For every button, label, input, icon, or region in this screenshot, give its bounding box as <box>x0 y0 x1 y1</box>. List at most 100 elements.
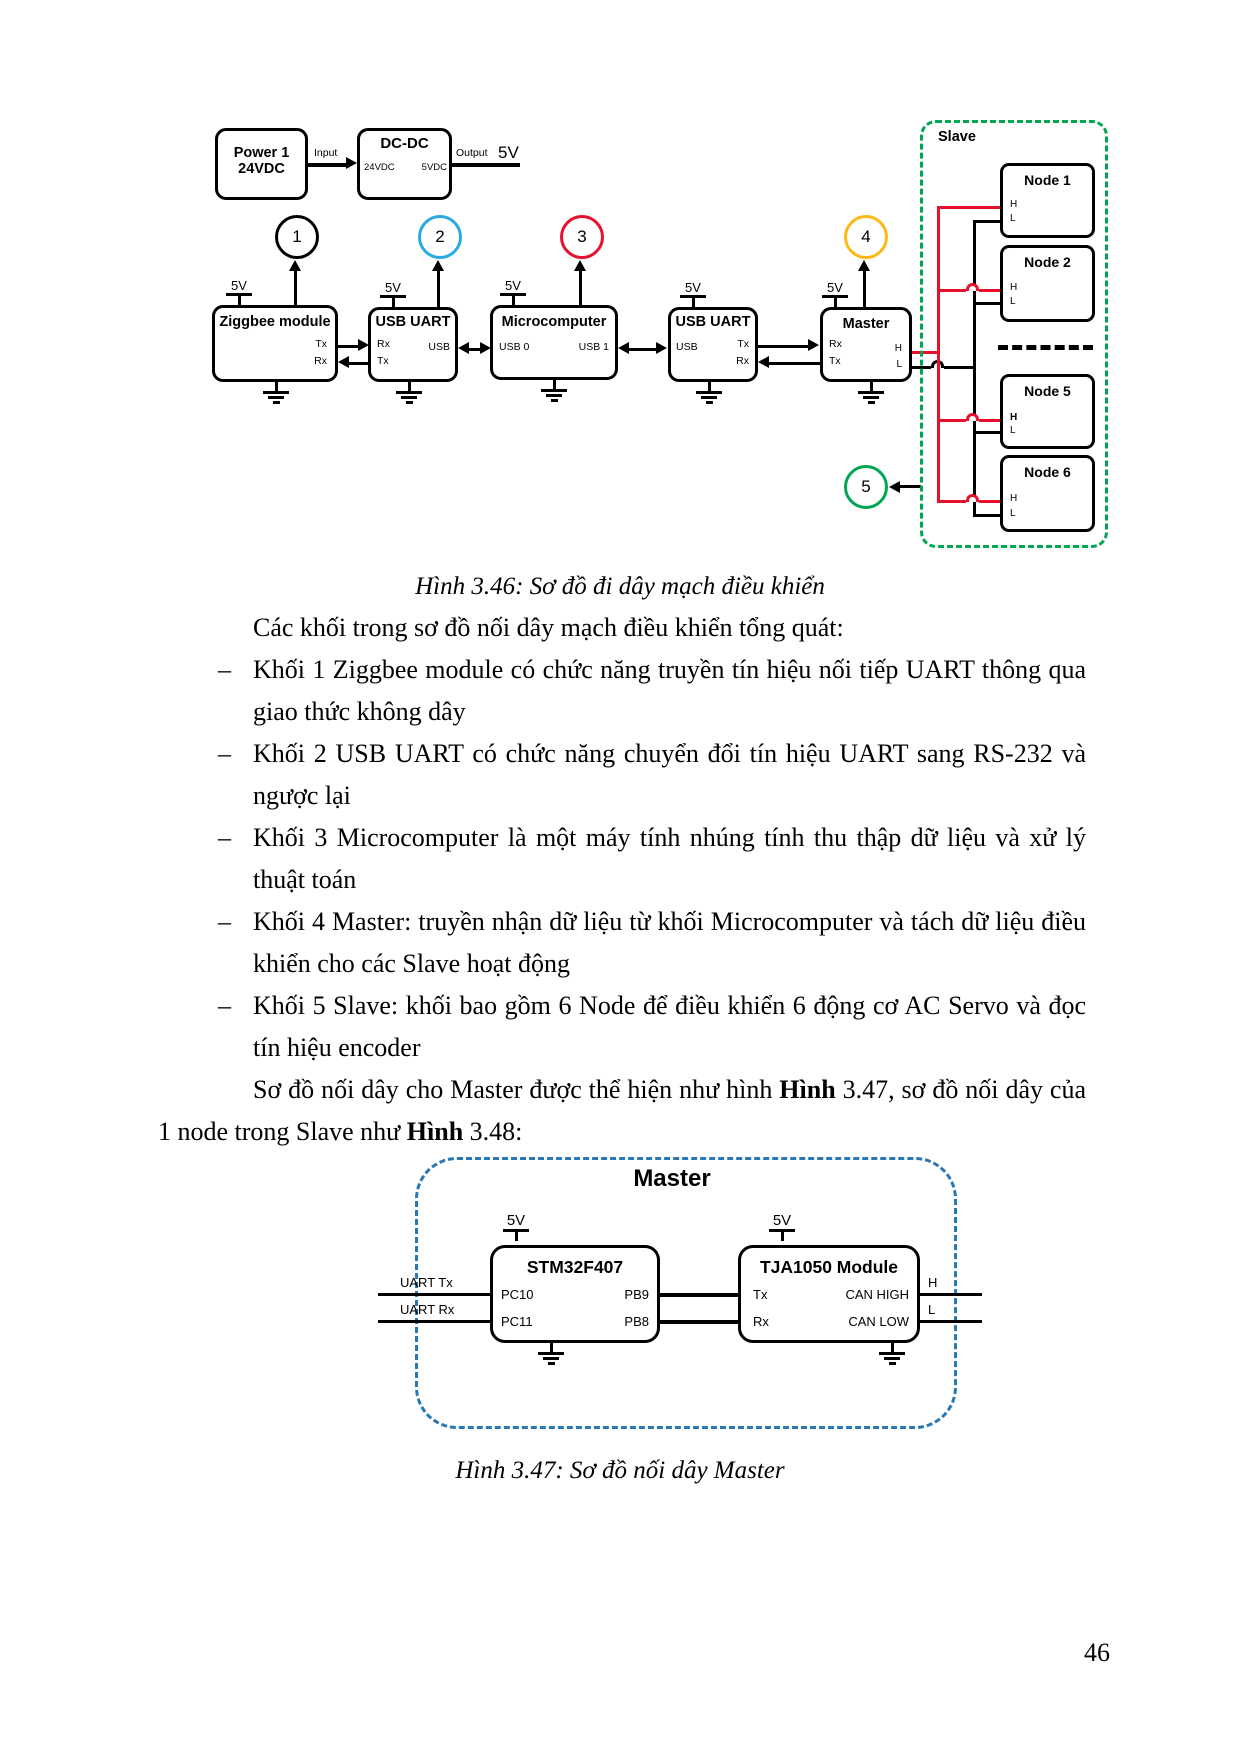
body-text: Các khối trong sơ đồ nối dây mạch điều k… <box>158 607 1086 1153</box>
arrowhead-up-icon <box>432 260 444 271</box>
uart-tx-label: UART Tx <box>400 1275 453 1290</box>
uart-rx-label: UART Rx <box>400 1302 455 1317</box>
5v-label: 5V <box>506 1212 526 1229</box>
usb-uart1-title: USB UART <box>375 314 451 330</box>
wire-slave-to-circle5 <box>900 485 921 488</box>
bullet-dash: – <box>218 823 231 852</box>
tja1050-title: TJA1050 Module <box>759 1257 899 1277</box>
dcdc-in-port: 24VDC <box>364 162 395 173</box>
node6-l-port: L <box>1010 508 1016 519</box>
wire-ziggbee-to-circle1 <box>294 270 297 305</box>
dcdc-title: DC-DC <box>380 135 429 152</box>
arrowhead-left-icon <box>458 342 469 354</box>
stm32-pb9-port: PB9 <box>624 1287 649 1302</box>
ziggbee-tx-port: Tx <box>315 338 327 350</box>
node5-box: Node 5 H L <box>1000 374 1095 449</box>
node1-box: Node 1 H L <box>1000 163 1095 238</box>
wire-pb8-rx <box>660 1320 738 1324</box>
usb-uart2-rx-port: Rx <box>736 355 749 367</box>
tja1050-tx-port: Tx <box>753 1287 768 1302</box>
wire-node5-h <box>979 419 1002 422</box>
ground-icon <box>540 380 568 404</box>
bullet-text: Khối 1 Ziggbee module có chức năng truyề… <box>253 655 1086 726</box>
wire-node2-l <box>973 302 1002 305</box>
closing-text: Sơ đồ nối dây cho Master được thể hiện n… <box>253 1075 780 1104</box>
master-group-title: Master <box>633 1165 711 1192</box>
wire-node6-l <box>973 514 1002 517</box>
usb-uart1-tx-port: Tx <box>377 355 389 367</box>
output-wire-label: Output <box>456 147 488 159</box>
node6-title: Node 6 <box>1024 464 1071 480</box>
can-low-bus <box>973 220 976 517</box>
tja1050-can-high-port: CAN HIGH <box>845 1287 909 1302</box>
closing-paragraph: Sơ đồ nối dây cho Master được thể hiện n… <box>158 1069 1086 1153</box>
arrowhead-left-icon <box>889 481 900 493</box>
node6-h-port: H <box>1010 493 1018 504</box>
node5-h-port: H <box>1010 412 1018 423</box>
wire-master-tx-uart2-rx <box>768 362 820 365</box>
micro-usb0-port: USB 0 <box>499 341 530 353</box>
usb-uart2-usb-port: USB <box>676 341 698 353</box>
wire-hop <box>966 494 979 502</box>
ground-icon <box>262 382 290 406</box>
wire-node5-l <box>973 431 1002 434</box>
circle-2: 2 <box>418 215 462 259</box>
ground-icon <box>537 1343 565 1367</box>
wire-node1-l <box>973 220 1002 223</box>
arrowhead-left-icon <box>758 356 769 368</box>
wire-ziggbee-tx-uart1-rx <box>338 345 360 348</box>
node2-box: Node 2 H L <box>1000 245 1095 322</box>
stm32-title: STM32F407 <box>526 1257 624 1277</box>
circle-2-label: 2 <box>435 227 445 246</box>
can-high-bus <box>937 206 940 503</box>
arrowhead-left-icon <box>338 356 349 368</box>
arrowhead-right-icon <box>346 157 357 169</box>
tja1050-rx-port: Rx <box>753 1314 769 1329</box>
ziggbee-title: Ziggbee module <box>219 314 331 330</box>
figure-3-48-reference: Hình <box>406 1117 464 1146</box>
stm32-5v-tap: 5V <box>499 1213 533 1241</box>
master-h-port: H <box>894 343 902 354</box>
circle-5-label: 5 <box>861 477 871 496</box>
list-item: – Khối 1 Ziggbee module có chức năng tru… <box>158 649 1086 733</box>
closing-text: 3.47, sơ đồ nối dây của 1 node trong Sla… <box>158 1075 1087 1146</box>
ziggbee-5v-tap: 5V <box>222 279 256 305</box>
stm32-pc11-port: PC11 <box>501 1314 533 1329</box>
bullet-dash: – <box>218 907 231 936</box>
master-box: Master Rx Tx H L <box>820 307 912 382</box>
node1-h-port: H <box>1010 199 1018 210</box>
microcomputer-box: Microcomputer USB 0 USB 1 <box>490 305 618 380</box>
node2-title: Node 2 <box>1024 254 1071 270</box>
circle-4: 4 <box>844 215 888 259</box>
list-item: – Khối 4 Master: truyền nhận dữ liệu từ … <box>158 901 1086 985</box>
slave-group-box: Slave <box>920 120 1108 548</box>
nodes-ellipsis-divider <box>998 345 1093 350</box>
arrowhead-right-icon <box>480 342 491 354</box>
dcdc-box: DC-DC 24VDC 5VDC <box>357 128 452 200</box>
wire-can-high-out <box>920 1293 982 1296</box>
bullet-dash: – <box>218 655 231 684</box>
wire-uart1-usb-micro-usb0 <box>468 348 482 351</box>
uart1-5v-tap: 5V <box>376 281 410 307</box>
master-l-port: L <box>896 359 902 370</box>
circle-1-label: 1 <box>292 227 302 246</box>
arrowhead-right-icon <box>808 339 819 351</box>
node1-title: Node 1 <box>1024 172 1071 188</box>
wire-node6-h <box>937 500 966 503</box>
ground-icon <box>695 382 723 406</box>
usb-uart1-rx-port: Rx <box>377 338 390 350</box>
node5-title: Node 5 <box>1024 383 1071 399</box>
wire-node6-h <box>979 500 1002 503</box>
circle-3: 3 <box>560 215 604 259</box>
circle-5: 5 <box>844 465 888 509</box>
stm32-pc10-port: PC10 <box>501 1287 534 1302</box>
master-title: Master <box>842 316 890 332</box>
wire-master-h <box>912 351 940 354</box>
intro-paragraph: Các khối trong sơ đồ nối dây mạch điều k… <box>253 613 844 642</box>
tja1050-box: TJA1050 Module Tx Rx CAN HIGH CAN LOW <box>738 1245 920 1343</box>
bullet-text: Khối 3 Microcomputer là một máy tính nhú… <box>253 823 1086 894</box>
